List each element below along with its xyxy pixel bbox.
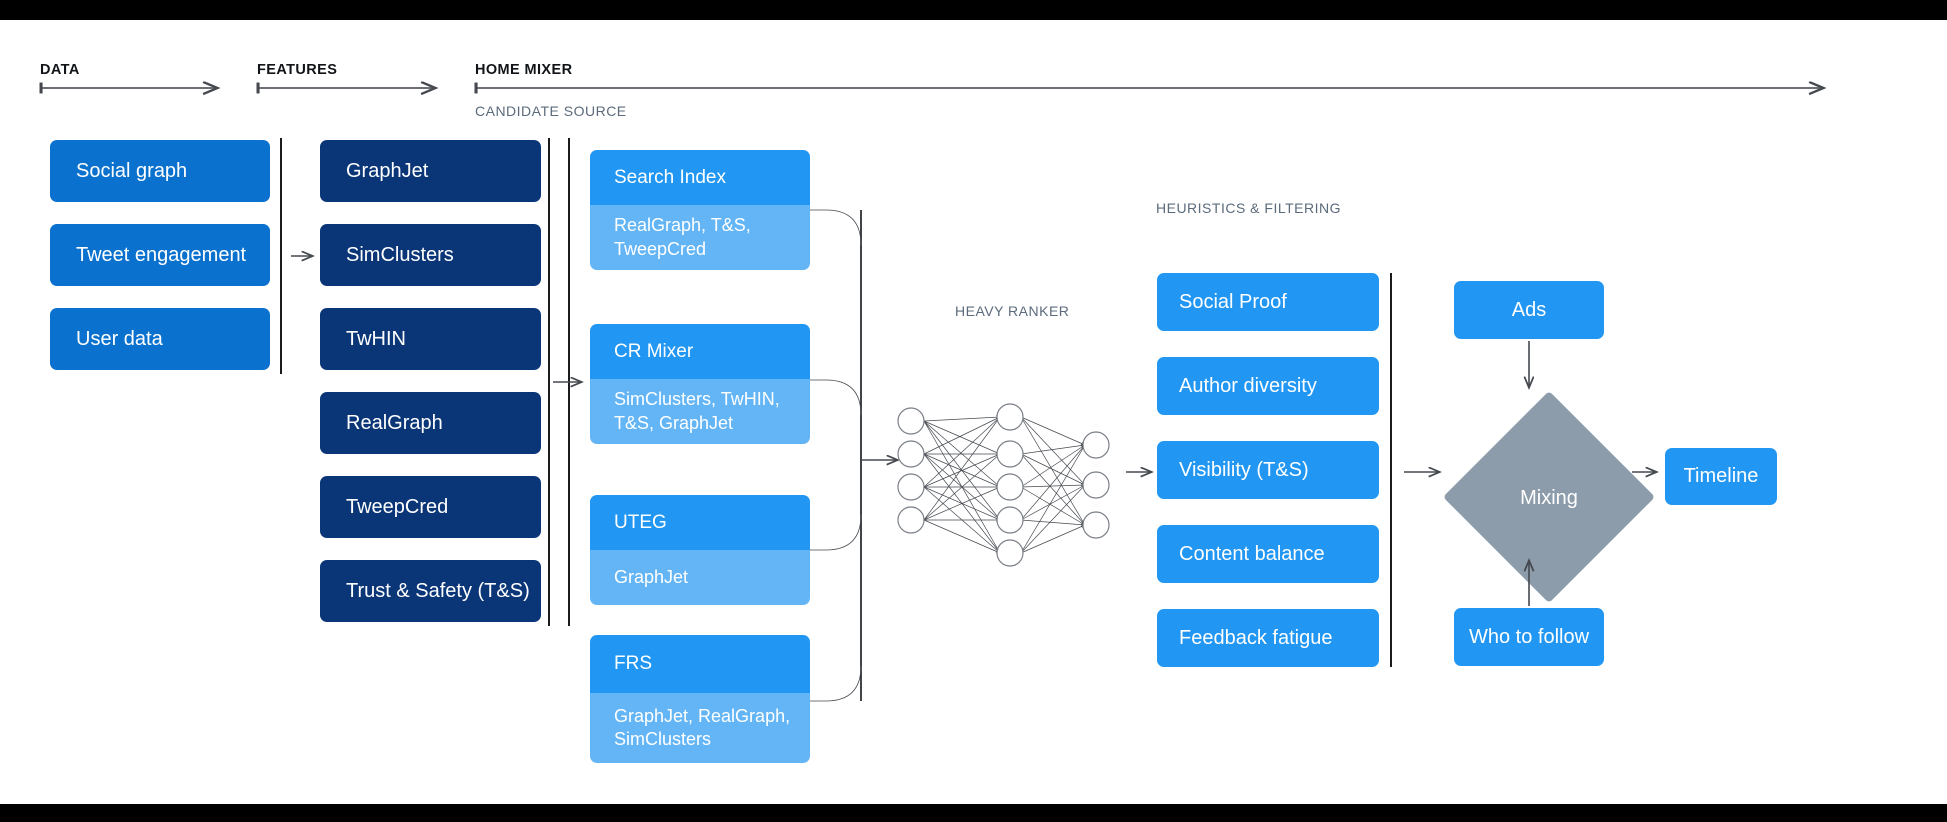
candidate-source-features: RealGraph, T&S, TweepCred [590, 205, 810, 270]
feature-box-label: SimClusters [346, 243, 454, 266]
heuristic-box-label: Feedback fatigue [1179, 626, 1333, 649]
feature-box-trust-and-safety[interactable]: Trust & Safety (T&S) [320, 560, 541, 622]
ads-box[interactable]: Ads [1454, 281, 1604, 339]
candidate-source-title: CR Mixer [590, 324, 810, 379]
candidate-source-merge-connectors [810, 209, 898, 702]
heuristic-box-social-proof[interactable]: Social Proof [1157, 273, 1379, 331]
candidate-source-title: Search Index [590, 150, 810, 205]
who-to-follow-box-label: Who to follow [1468, 625, 1590, 648]
nn-output-node [1082, 471, 1110, 499]
phase-title-features: FEATURES [257, 62, 338, 78]
feature-box-graphjet[interactable]: GraphJet [320, 140, 541, 202]
letterbox-bottom [0, 804, 1947, 822]
letterbox-top [0, 0, 1947, 20]
nn-hidden-node [996, 539, 1024, 567]
connector-overlay [0, 20, 1947, 702]
candidate-source-features: GraphJet, RealGraph, SimClusters [590, 693, 810, 763]
candidate-source-card-frs[interactable]: FRS GraphJet, RealGraph, SimClusters [590, 635, 810, 763]
nn-hidden-node [996, 440, 1024, 468]
heuristic-box-visibility[interactable]: Visibility (T&S) [1157, 441, 1379, 499]
candidate-source-card-cr-mixer[interactable]: CR Mixer SimClusters, TwHIN, T&S, GraphJ… [590, 324, 810, 444]
heuristic-box-feedback-fatigue[interactable]: Feedback fatigue [1157, 609, 1379, 667]
candidate-source-title: FRS [590, 635, 810, 693]
nn-input-node [897, 440, 925, 468]
who-to-follow-box[interactable]: Who to follow [1454, 608, 1604, 666]
nn-input-node [897, 473, 925, 501]
heavy-ranker-network [897, 403, 1110, 567]
nn-input-node [897, 407, 925, 435]
heuristic-box-label: Social Proof [1179, 290, 1287, 313]
diagram-canvas: DATA FEATURES HOME MIXER CANDIDATE SOURC… [0, 20, 1947, 804]
candidate-source-features: SimClusters, TwHIN, T&S, GraphJet [590, 379, 810, 444]
divider-features-homemixer [548, 138, 550, 626]
phase-title-data: DATA [40, 62, 80, 78]
ads-box-label: Ads [1511, 298, 1547, 321]
heuristic-box-label: Author diversity [1179, 374, 1317, 397]
mixing-diamond-label: Mixing [1520, 487, 1578, 509]
feature-box-realgraph[interactable]: RealGraph [320, 392, 541, 454]
divider-candidate-source-left [568, 138, 570, 626]
heuristic-box-content-balance[interactable]: Content balance [1157, 525, 1379, 583]
feature-box-simclusters[interactable]: SimClusters [320, 224, 541, 286]
heuristic-box-author-diversity[interactable]: Author diversity [1157, 357, 1379, 415]
nn-hidden-node [996, 403, 1024, 431]
data-box-label: User data [76, 327, 163, 350]
timeline-box-label: Timeline [1683, 465, 1759, 487]
candidate-source-title: UTEG [590, 495, 810, 550]
nn-input-node [897, 506, 925, 534]
phase-title-home-mixer: HOME MIXER [475, 62, 573, 78]
feature-box-label: TwHIN [346, 327, 406, 350]
feature-box-label: Trust & Safety (T&S) [346, 579, 530, 602]
heuristic-box-label: Content balance [1179, 542, 1325, 565]
sublabel-candidate-source: CANDIDATE SOURCE [475, 103, 627, 119]
heuristic-box-label: Visibility (T&S) [1179, 458, 1309, 481]
divider-heuristics-mixing [1390, 273, 1392, 667]
data-box-label: Tweet engagement [76, 243, 247, 266]
timeline-box[interactable]: Timeline [1665, 448, 1777, 505]
divider-data-features [280, 138, 282, 374]
feature-box-label: GraphJet [346, 159, 429, 182]
data-box-social-graph[interactable]: Social graph [50, 140, 270, 202]
data-box-user-data[interactable]: User data [50, 308, 270, 370]
feature-box-tweepcred[interactable]: TweepCred [320, 476, 541, 538]
candidate-source-card-search-index[interactable]: Search Index RealGraph, T&S, TweepCred [590, 150, 810, 270]
feature-box-twhin[interactable]: TwHIN [320, 308, 541, 370]
candidate-source-features: GraphJet [590, 550, 810, 605]
candidate-source-card-uteg[interactable]: UTEG GraphJet [590, 495, 810, 605]
feature-box-label: TweepCred [346, 495, 449, 518]
data-box-label: Social graph [76, 159, 188, 182]
nn-output-node [1082, 431, 1110, 459]
nn-hidden-node [996, 473, 1024, 501]
data-box-tweet-engagement[interactable]: Tweet engagement [50, 224, 270, 286]
nn-output-node [1082, 511, 1110, 539]
feature-box-label: RealGraph [346, 411, 443, 434]
sublabel-heavy-ranker: HEAVY RANKER [955, 303, 1070, 319]
sublabel-heuristics-filtering: HEURISTICS & FILTERING [1156, 200, 1341, 216]
nn-hidden-node [996, 506, 1024, 534]
